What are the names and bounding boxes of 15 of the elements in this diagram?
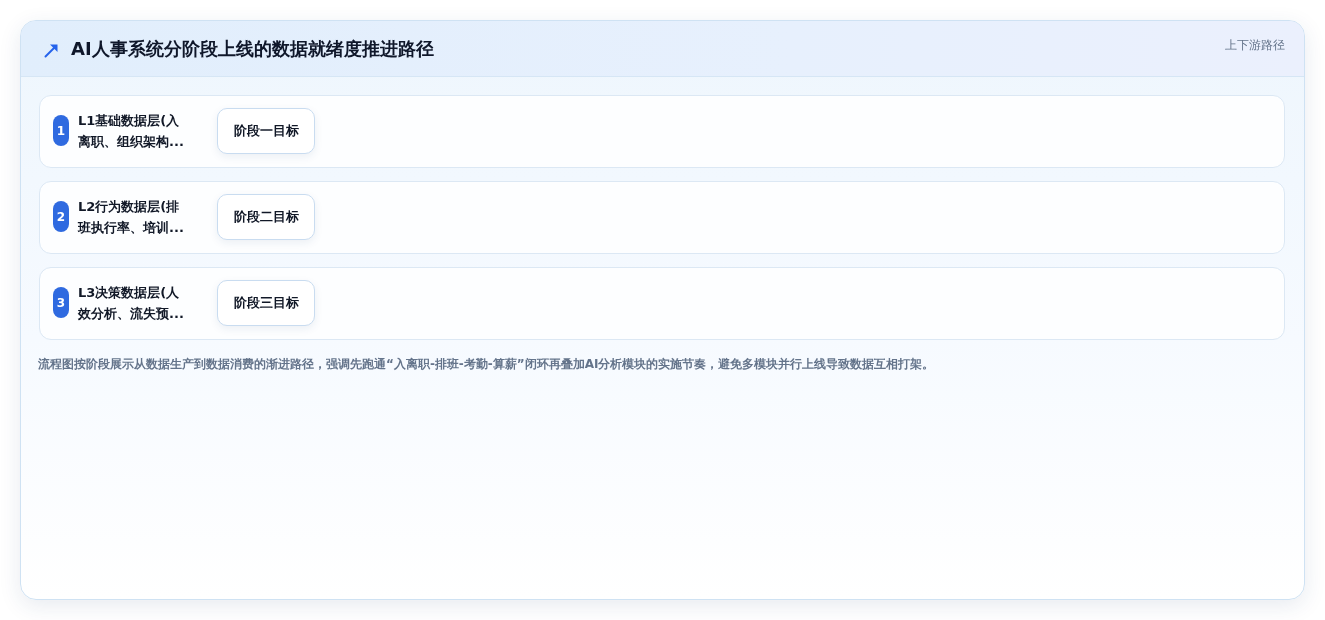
layer-card <box>39 181 1285 254</box>
stage-goal-card: 阶段二目标 <box>217 194 315 240</box>
stage-goal-card: 阶段三目标 <box>217 280 315 326</box>
header-note: 上下游路径 <box>1225 37 1285 53</box>
step-number: 2 <box>53 201 69 232</box>
step-number: 1 <box>53 115 69 146</box>
layer-card <box>39 95 1285 168</box>
layer-title: L1基础数据层(入离职、组织架构... <box>78 112 185 151</box>
layer-title: L2行为数据层(排班执行率、培训... <box>78 198 185 237</box>
stage-goal-card: 阶段一目标 <box>217 108 315 154</box>
layer-title: L3决策数据层(人效分析、流失预... <box>78 284 185 323</box>
step-number: 3 <box>53 287 69 318</box>
caption-text: 流程图按阶段展示从数据生产到数据消费的渐进路径，强调先跑通“入离职-排班-考勤-算薪”闭环再叠加AI分析模块的实施节奏，避免多模块并行上线导致数据互相打架。 <box>38 356 935 373</box>
diagram-title: AI人事系统分阶段上线的数据就绪度推进路径 <box>71 37 434 61</box>
layer-card <box>39 267 1285 340</box>
